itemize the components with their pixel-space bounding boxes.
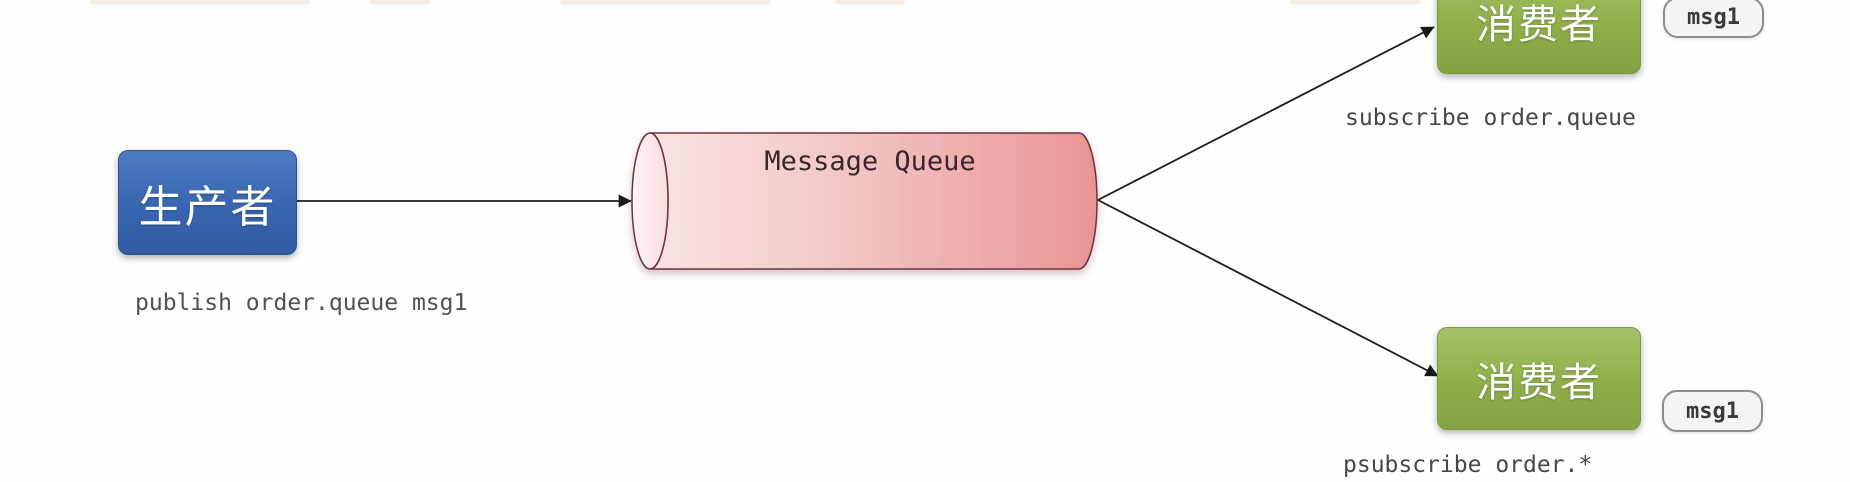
consumer-2-box: 消费者 [1437, 327, 1641, 430]
queue-label: Message Queue [764, 146, 976, 177]
top-edge-artifact [835, 0, 905, 4]
arrow-queue-to-consumer-2 [1097, 199, 1439, 377]
consumer-1-msg-badge: msg1 [1663, 0, 1764, 38]
producer-label: 生产者 [138, 181, 277, 233]
consumer-2-msg-badge: msg1 [1662, 390, 1763, 432]
consumer-2-label: 消费者 [1476, 359, 1602, 406]
top-edge-artifact [370, 0, 430, 4]
consumer-1-label: 消费者 [1476, 1, 1602, 48]
message-queue-cylinder [631, 132, 1098, 270]
top-edge-artifact [90, 0, 310, 4]
consumer-1-caption: subscribe order.queue [1345, 105, 1636, 131]
consumer-2-caption: psubscribe order.* [1343, 452, 1593, 478]
consumer-1-box: 消费者 [1437, 0, 1641, 74]
arrow-queue-to-consumer-1 [1097, 26, 1435, 201]
producer-box: 生产者 [118, 150, 297, 255]
cylinder-cap [631, 132, 669, 270]
producer-caption: publish order.queue msg1 [135, 290, 468, 316]
top-edge-artifact [1290, 0, 1420, 4]
top-edge-artifact [560, 0, 770, 4]
